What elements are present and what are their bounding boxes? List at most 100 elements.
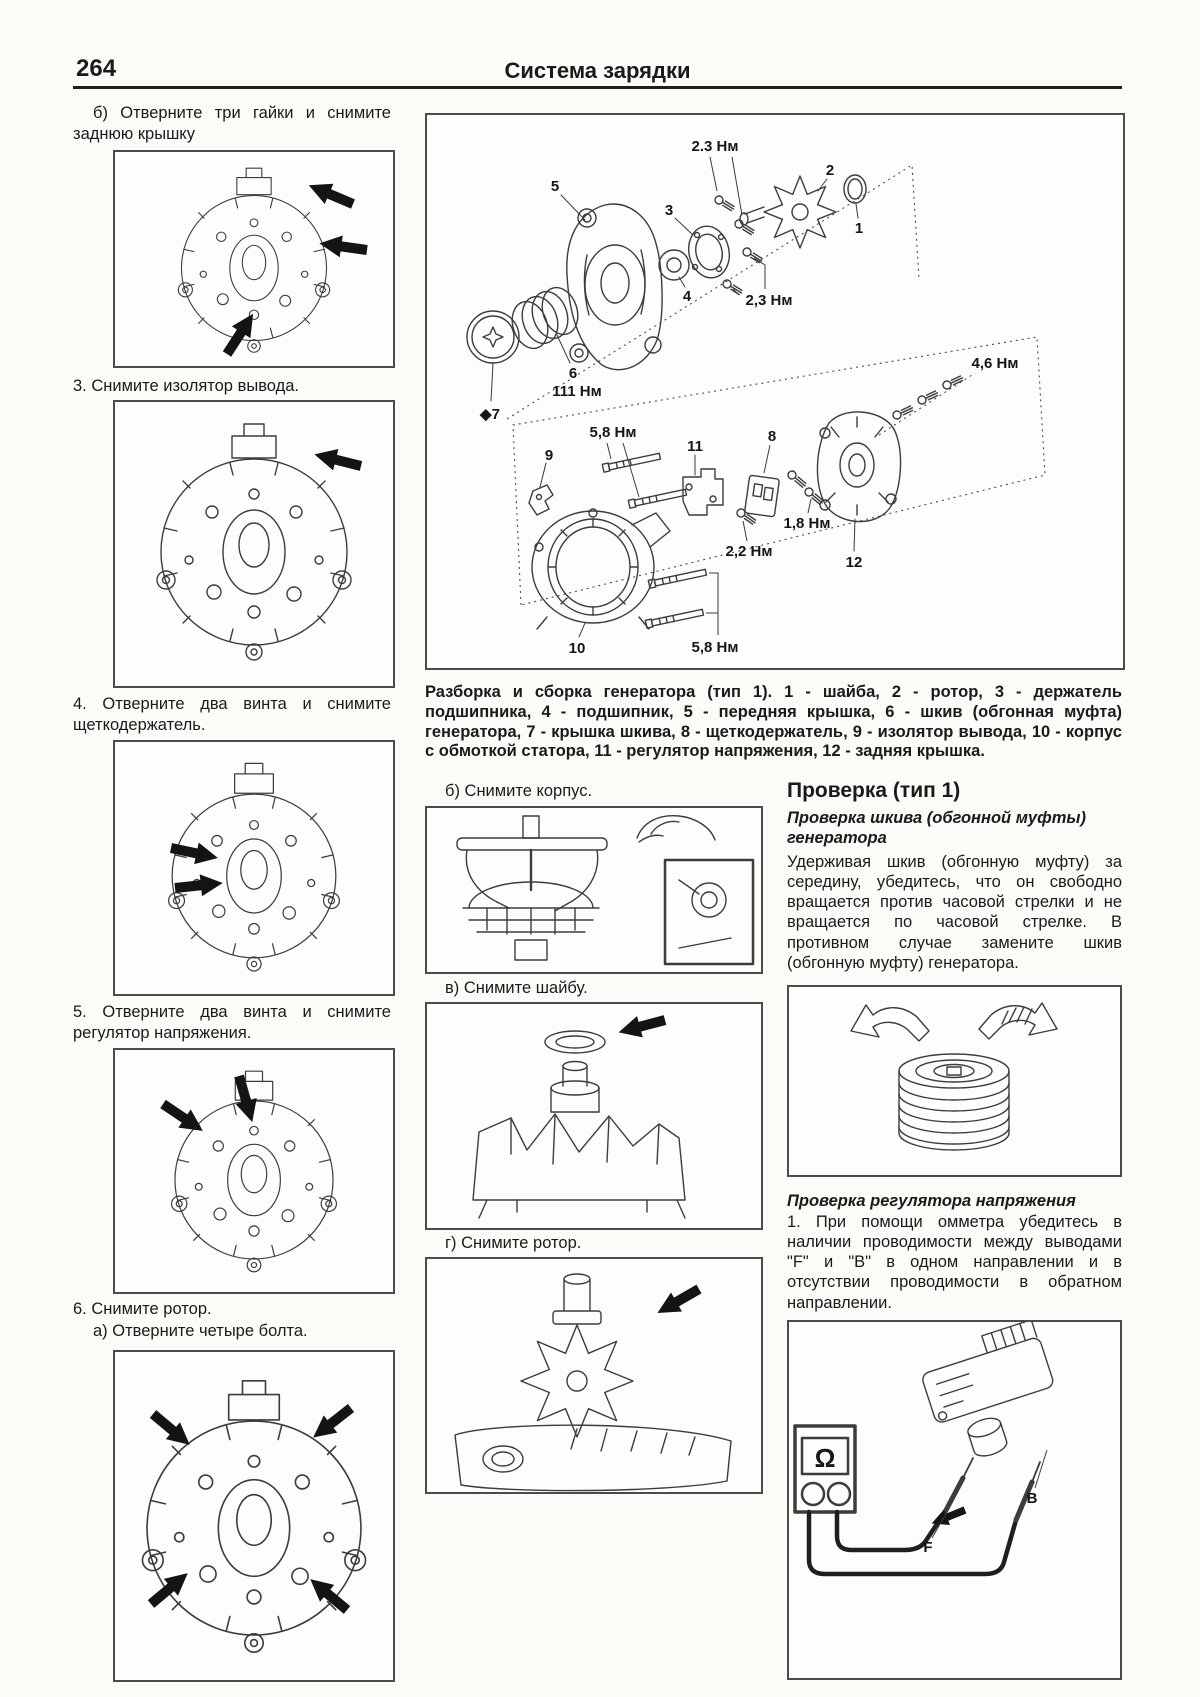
part-label-12: 12	[846, 554, 863, 571]
part-voltage-regulator	[682, 454, 724, 516]
part-label-1: 1	[855, 220, 863, 237]
direction-arrow-icon	[304, 175, 358, 215]
leader-line	[709, 156, 743, 216]
step-remove-rear-cover: б) Отверните три гайки и снимите заднюю …	[73, 104, 391, 143]
part-front-bracket	[560, 194, 663, 371]
part-label-7: ◆7	[479, 406, 500, 423]
part-rear-cover	[816, 411, 902, 552]
exploded-generator-drawing: ◆7 6 111 Нм 5	[466, 138, 1046, 657]
pulley-drawing	[850, 1002, 1058, 1151]
part-label-5: 5	[551, 178, 559, 195]
bolt-icon	[722, 279, 743, 296]
part-pulley-cover	[466, 310, 520, 402]
direction-arrow-icon	[156, 1094, 209, 1140]
alternator-rear-drawing	[141, 1379, 367, 1654]
washer-drawing	[472, 1009, 686, 1219]
figure-pulley-check	[787, 985, 1122, 1177]
part-washer	[843, 174, 867, 219]
ohm-symbol: Ω	[815, 1443, 836, 1473]
bolt-icon	[917, 390, 939, 405]
step-remove-four-bolts: а) Отверните четыре болта.	[93, 1322, 308, 1340]
step-remove-terminal-insulator: 3. Снимите изолятор вывода.	[73, 377, 299, 395]
bolt-icon	[647, 568, 708, 589]
bolt-icon	[736, 508, 757, 525]
torque-label: 5,8 Нм	[692, 639, 739, 656]
part-pulley	[511, 286, 579, 364]
direction-arrow-icon	[311, 443, 364, 477]
ohmmeter-drawing: Ω F B	[793, 1322, 1054, 1577]
figure-ohmmeter-check: Ω F B	[787, 1320, 1122, 1680]
alternator-rear-drawing	[177, 167, 369, 360]
figure-four-bolts	[113, 1350, 395, 1682]
clockwise-arrow-icon	[978, 1002, 1058, 1040]
test-lead	[806, 1509, 1019, 1577]
voltage-regulator	[922, 1322, 1054, 1457]
exploded-figure-caption: Разборка и сборка генератора (тип 1). 1 …	[425, 683, 1122, 761]
part-label-8: 8	[768, 428, 776, 445]
subheading-regulator-check: Проверка регулятора напряжения	[787, 1192, 1076, 1210]
part-label-11: 11	[687, 438, 703, 455]
direction-arrow-icon	[303, 1570, 355, 1619]
leader-line	[807, 498, 812, 514]
section-heading-check-type1: Проверка (тип 1)	[787, 779, 961, 802]
bolt-icon	[742, 247, 763, 264]
part-label-4: 4	[683, 288, 692, 305]
step-remove-rotor: 6. Снимите ротор.	[73, 1300, 212, 1318]
part-label-10: 10	[569, 640, 586, 657]
alternator-rear-drawing	[168, 762, 340, 972]
bolt-icon	[942, 375, 964, 390]
bolt-icon	[787, 470, 807, 488]
puller-tool-drawing	[456, 815, 755, 966]
part-terminal-insulator	[528, 462, 554, 516]
figure-remove-rotor	[425, 1257, 763, 1494]
torque-label: 1,8 Нм	[784, 515, 831, 532]
part-label-6: 6	[569, 365, 577, 382]
figure-exploded-generator: ◆7 6 111 Нм 5	[425, 113, 1125, 670]
leader-line	[732, 257, 766, 295]
probe	[1013, 1479, 1035, 1523]
leader-line	[763, 444, 771, 474]
direction-arrow-icon	[615, 1009, 668, 1044]
part-label-2: 2	[826, 162, 834, 179]
figure-rear-cover-nuts	[113, 150, 395, 368]
bolt-icon	[892, 405, 914, 420]
probe-tip	[1031, 1461, 1041, 1483]
detail-inset-box	[663, 858, 755, 966]
terminal-b-label: B	[1027, 1490, 1038, 1507]
alternator-rear-drawing	[156, 1070, 338, 1273]
probe-tip	[962, 1457, 974, 1479]
probe	[942, 1475, 966, 1515]
counterclockwise-arrow-icon	[850, 1004, 930, 1042]
torque-label: 4,6 Нм	[972, 355, 1019, 372]
direction-arrow-icon	[143, 1564, 195, 1613]
page-number: 264	[76, 55, 117, 82]
bolt-icon	[601, 452, 662, 473]
part-rotor	[739, 175, 837, 249]
regulator-check-text: 1. При помощи омметра убедитесь в наличи…	[787, 1213, 1122, 1312]
test-lead	[834, 1509, 948, 1553]
torque-label: 5,8 Нм	[590, 424, 637, 441]
direction-arrow-icon	[651, 1279, 705, 1323]
leader-line	[1034, 1449, 1048, 1489]
direction-arrow-icon	[145, 1405, 197, 1454]
leader-line	[606, 442, 640, 498]
torque-label: 2.3 Нм	[692, 138, 739, 155]
terminal-f-label: F	[923, 1539, 932, 1556]
part-label-9: 9	[545, 447, 553, 464]
step-remove-brush-holder: 4. Отверните два винта и снимите щеткоде…	[73, 695, 391, 734]
pulley-check-text: Удерживая шкив (обгонную муфту) за серед…	[787, 853, 1122, 972]
figure-brush-holder	[113, 740, 395, 996]
bolt-icon	[714, 195, 735, 212]
bolt-icon	[804, 487, 824, 505]
figure-terminal-insulator	[113, 400, 395, 688]
ohmmeter: Ω	[793, 1424, 857, 1514]
step-remove-housing: б) Снимите корпус.	[445, 782, 593, 800]
step-remove-voltage-regulator: 5. Отверните два винта и снимите регулят…	[73, 1003, 391, 1042]
bolt-icon	[734, 219, 755, 236]
torque-label: 2,3 Нм	[746, 292, 793, 309]
dotted-frame	[512, 336, 1046, 606]
hand-outline	[636, 815, 716, 843]
part-bearing-retainer	[674, 217, 730, 279]
header-rule	[73, 86, 1122, 89]
